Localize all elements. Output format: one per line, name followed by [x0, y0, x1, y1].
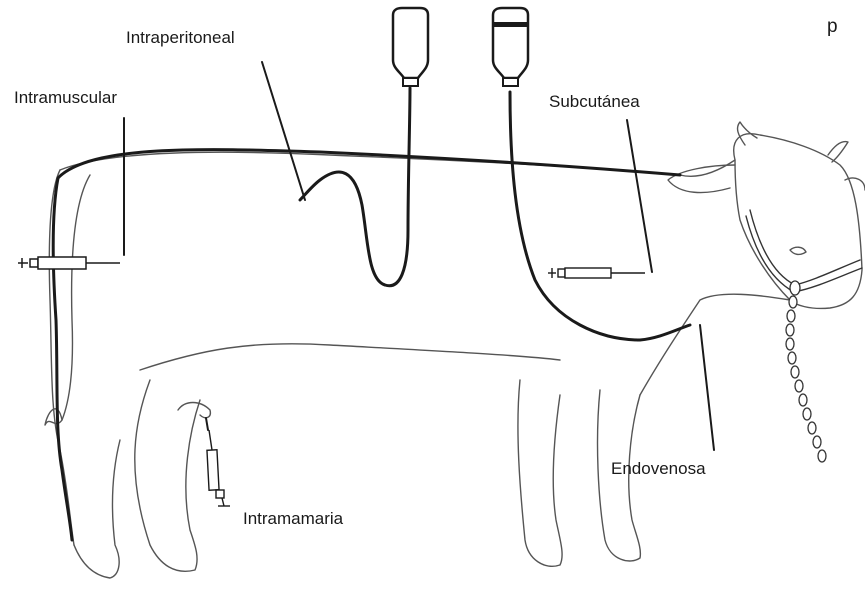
cow-chest-outline [640, 294, 790, 395]
cow-hind-leg-back [74, 440, 120, 578]
intraperitoneal-tube [300, 88, 410, 286]
leader-intraperitoneal [262, 62, 305, 200]
cow-udder [178, 403, 210, 418]
cow-front-leg-back [518, 380, 562, 566]
cow-ear-left [668, 165, 735, 193]
endovenosa-tube [510, 92, 690, 340]
leader-subcutanea [627, 120, 652, 272]
iv-bag-intraperitoneal [393, 8, 428, 86]
corner-text-fragment: p [827, 17, 838, 36]
cow-tail [62, 175, 90, 420]
halter-strap-2 [746, 216, 862, 292]
halter-strap [750, 210, 860, 285]
cow-hind-leg-front [135, 380, 200, 571]
label-intraperitoneal: Intraperitoneal [126, 29, 235, 46]
cow-belly-outline [140, 344, 560, 370]
cow-rump-bold [53, 178, 72, 540]
cow-neck-top [680, 160, 735, 176]
leader-intramamaria [206, 418, 208, 430]
label-intramuscular: Intramuscular [14, 89, 117, 106]
syringe-subcutanea [548, 268, 645, 278]
syringe-intramuscular [18, 257, 120, 269]
label-subcutanea: Subcutánea [549, 93, 640, 110]
cow-ear-right [845, 178, 865, 190]
label-intramamaria: Intramamaria [243, 510, 343, 527]
iv-bag-endovenosa [493, 8, 528, 86]
leader-endovenosa [700, 325, 714, 450]
syringe-intramamaria [207, 430, 230, 506]
cow-eye [790, 247, 806, 254]
label-endovenosa: Endovenosa [611, 460, 706, 477]
